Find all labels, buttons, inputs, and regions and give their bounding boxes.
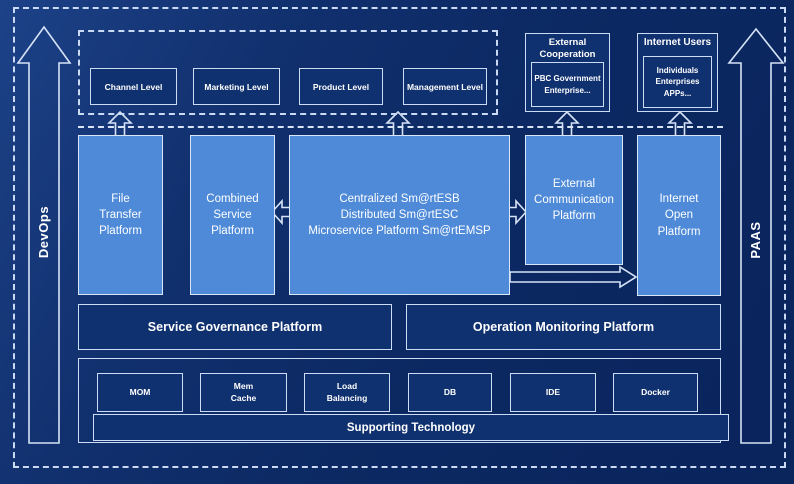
levels-dashed-container — [78, 30, 498, 115]
internet-users-title: Internet Users — [643, 37, 712, 48]
platform-internet-open: Internet Open Platform — [637, 135, 721, 296]
external-cooperation-box: External Cooperation PBC Government Ente… — [525, 33, 610, 112]
platform-central-esb: Centralized Sm@rtESB Distributed Sm@rtES… — [289, 135, 510, 295]
dashed-separator-line — [78, 126, 723, 128]
platform-external-communication: External Communication Platform — [525, 135, 623, 265]
platform-combined-service: Combined Service Platform — [190, 135, 275, 295]
level-box-channel: Channel Level — [90, 68, 177, 105]
platform-file-transfer: File Transfer Platform — [78, 135, 163, 295]
tech-box-db: DB — [408, 373, 492, 412]
outer-dashed-frame — [13, 7, 786, 468]
level-box-marketing: Marketing Level — [193, 68, 280, 105]
tech-box-mom: MOM — [97, 373, 183, 412]
service-governance-platform: Service Governance Platform — [78, 304, 392, 350]
external-cooperation-title: External Cooperation — [539, 37, 596, 60]
supporting-technology-container — [78, 358, 721, 443]
operation-monitoring-platform: Operation Monitoring Platform — [406, 304, 721, 350]
tech-box-docker: Docker — [613, 373, 698, 412]
supporting-technology-banner: Supporting Technology — [93, 414, 729, 441]
external-cooperation-members: PBC Government Enterprise... — [531, 62, 604, 107]
tech-box-ide: IDE — [510, 373, 596, 412]
level-box-product: Product Level — [299, 68, 383, 105]
internet-users-members: Individuals Enterprises APPs... — [643, 56, 712, 108]
tech-box-load-balancing: Load Balancing — [304, 373, 390, 412]
internet-users-box: Internet Users Individuals Enterprises A… — [637, 33, 718, 112]
level-box-management: Management Level — [403, 68, 487, 105]
paas-rail-label: PAAS — [748, 221, 763, 259]
devops-rail-label: DevOps — [36, 205, 51, 259]
tech-box-mem-cache: Mem Cache — [200, 373, 287, 412]
